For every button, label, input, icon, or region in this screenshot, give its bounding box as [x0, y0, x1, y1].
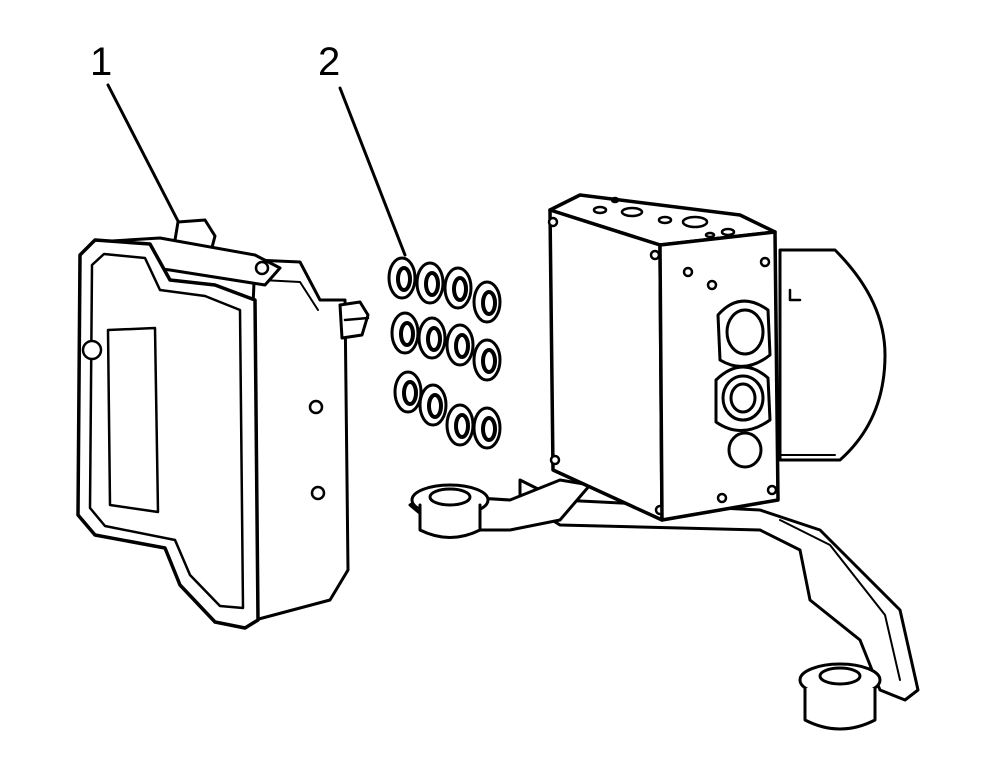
modulator-assembly [408, 193, 920, 731]
leader-line-2 [338, 86, 407, 257]
pump-motor [774, 248, 887, 462]
valve-seals [387, 256, 502, 450]
callout-label-1: 1 [90, 40, 112, 84]
callout-label-2: 2 [318, 40, 340, 84]
callout-2: 2 [318, 40, 407, 257]
seal-row-2 [390, 311, 502, 382]
mount-grommet-right [798, 662, 882, 731]
callout-1: 1 [90, 40, 182, 227]
control-module [76, 218, 370, 630]
valve-block-front-ports [682, 256, 778, 504]
leader-line-1 [106, 83, 182, 227]
mount-grommet-left [410, 483, 490, 539]
seal-row-1 [387, 256, 502, 324]
valve-block-top-ports [592, 196, 736, 239]
seal-row-3 [393, 370, 502, 450]
